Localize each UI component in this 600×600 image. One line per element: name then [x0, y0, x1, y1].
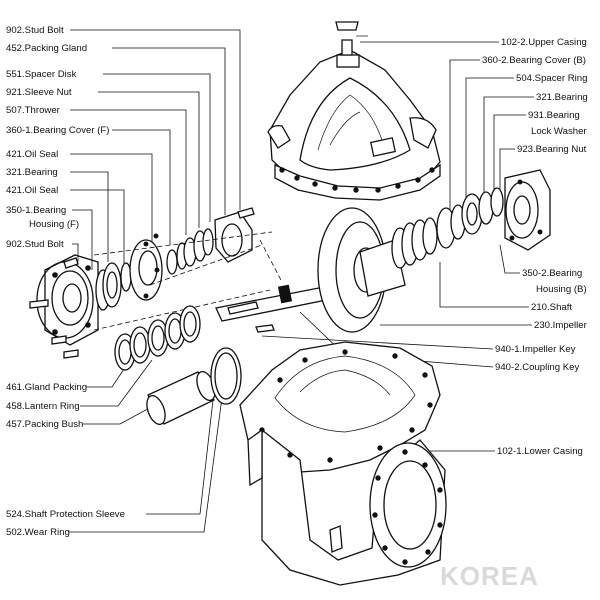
label-stud-bolt-top: 902.Stud Bolt — [6, 25, 64, 36]
label-thrower: 507.Thrower — [6, 105, 61, 116]
label-bearing-nut: 923.Bearing Nut — [517, 144, 587, 155]
label-lantern-ring: 458.Lantern Ring — [6, 401, 80, 412]
stud-bolts-f — [29, 257, 79, 359]
right-rings — [391, 187, 504, 269]
label-shaft-protection-sleeve: 524.Shaft Protection Sleeve — [6, 509, 125, 520]
shaft-protection-sleeve — [146, 370, 216, 426]
label-bearing-cover-f: 360-1.Bearing Cover (F) — [6, 125, 109, 136]
label-oil-seal-2: 421.Oil Seal — [6, 185, 58, 196]
leader-lines — [69, 29, 534, 533]
label-stud-bolt-bottom: 902.Stud Bolt — [6, 239, 64, 250]
label-bearing-housing-b-2: Housing (B) — [536, 284, 587, 295]
bearing-housing-b — [504, 169, 551, 251]
watermark: KOREA — [440, 561, 539, 591]
lower-casing — [239, 341, 447, 586]
label-impeller-key: 940-1.Impeller Key — [495, 344, 576, 355]
label-bearing-housing-f-1: 350-1.Bearing — [6, 205, 66, 216]
label-wear-ring: 502.Wear Ring — [6, 527, 70, 538]
label-shaft: 210.Shaft — [531, 302, 572, 313]
label-lower-casing: 102-1.Lower Casing — [497, 446, 583, 457]
dashed-alignment — [93, 231, 283, 331]
label-packing-gland: 452.Packing Gland — [6, 43, 87, 54]
right-labels: 102-2.Upper Casing 360-2.Bearing Cover (… — [482, 37, 588, 457]
label-spacer-disk: 551.Spacer Disk — [6, 69, 77, 80]
label-gland-packing: 461.Gland Packing — [6, 382, 87, 393]
label-upper-casing: 102-2.Upper Casing — [501, 37, 587, 48]
label-lock-washer-2: Lock Washer — [531, 126, 587, 137]
label-spacer-ring: 504.Spacer Ring — [516, 73, 587, 84]
label-bearing-f: 321.Bearing — [6, 167, 58, 178]
label-packing-bush: 457.Packing Bush — [6, 419, 83, 430]
left-small-rings — [166, 228, 214, 275]
gland-packing-rings — [114, 305, 201, 371]
left-labels: 902.Stud Bolt 452.Packing Gland 551.Spac… — [6, 25, 125, 538]
bearing-cover-f — [129, 233, 163, 301]
label-bearing-cover-b: 360-2.Bearing Cover (B) — [482, 55, 586, 66]
label-bearing-housing-f-2: Housing (F) — [29, 219, 79, 230]
wear-ring — [210, 347, 242, 405]
label-oil-seal-1: 421.Oil Seal — [6, 149, 58, 160]
bearing-housing-f — [36, 254, 99, 346]
label-bearing-housing-b-1: 350-2.Bearing — [522, 268, 582, 279]
impeller — [317, 207, 406, 333]
label-bearing-b: 321.Bearing — [536, 92, 588, 103]
label-impeller: 230.Impeller — [534, 320, 588, 331]
upper-casing — [267, 21, 441, 201]
label-coupling-key: 940-2.Coupling Key — [495, 362, 579, 373]
label-sleeve-nut: 921.Sleeve Nut — [6, 87, 72, 98]
left-rings — [95, 262, 132, 311]
impeller-key — [255, 324, 275, 333]
label-lock-washer-1: 931.Bearing — [528, 110, 580, 121]
